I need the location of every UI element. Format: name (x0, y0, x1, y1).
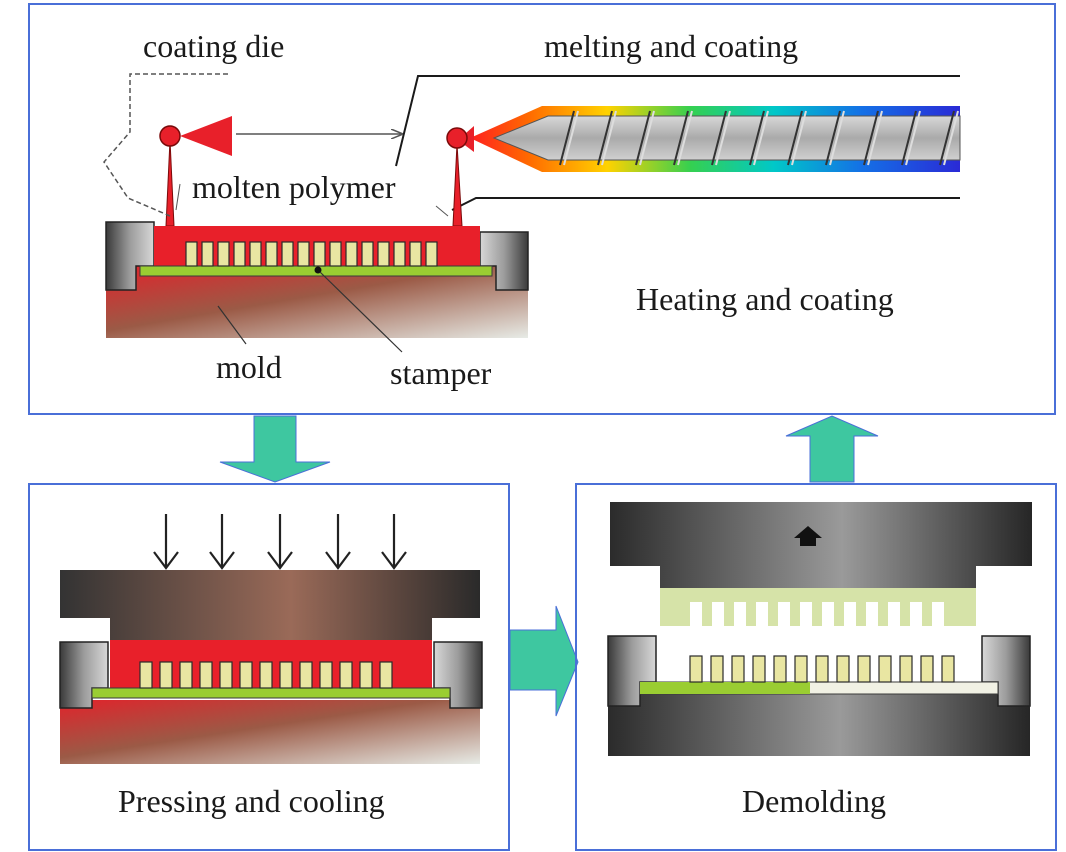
flow-arrow-right (509, 605, 579, 717)
mold-leader (217, 305, 247, 345)
coating-die-leader (103, 73, 228, 217)
mold-assembly-pressing (59, 570, 483, 764)
stamper-pillars-pressing (139, 661, 393, 689)
flow-arrow-down (219, 415, 331, 483)
upper-plate-demolding (610, 502, 1032, 588)
molten-polymer-label: molten polymer (192, 169, 396, 205)
upper-press-plate (60, 570, 480, 640)
stamper-pillars (185, 241, 438, 267)
stamper-label: stamper (390, 355, 492, 391)
stamper-pillars-demolding (689, 655, 955, 683)
heating-panel-title: Heating and coating (636, 281, 894, 317)
pressing-panel-frame (28, 483, 510, 851)
mold-base (106, 266, 528, 338)
mold-label: mold (216, 349, 282, 385)
coating-die-right (446, 127, 468, 227)
mold-assembly-demolding (607, 502, 1032, 756)
mold-assembly-heating (105, 221, 529, 338)
injection-barrel (470, 106, 961, 172)
heating-panel-frame (28, 3, 1056, 415)
demolded-polymer-part (660, 588, 976, 626)
flow-arrow-up (785, 415, 879, 483)
pressing-panel-title: Pressing and cooling (118, 783, 385, 819)
lower-mold-base (60, 700, 480, 764)
polymer-leader (175, 183, 181, 211)
stamper-leader (319, 271, 403, 353)
coating-die-label: coating die (143, 28, 284, 64)
demolding-panel-title: Demolding (742, 783, 886, 819)
coating-die-left (159, 116, 232, 227)
screw-threads (559, 110, 955, 166)
demolding-panel-frame (575, 483, 1057, 851)
lift-arrow-icon (794, 526, 822, 546)
melting-coating-label: melting and coating (544, 28, 798, 64)
lower-base-demolding (608, 694, 1030, 756)
mold-wall-left (105, 221, 155, 291)
press-force-arrows (153, 514, 407, 570)
stamper-plate-pressing (91, 687, 451, 699)
